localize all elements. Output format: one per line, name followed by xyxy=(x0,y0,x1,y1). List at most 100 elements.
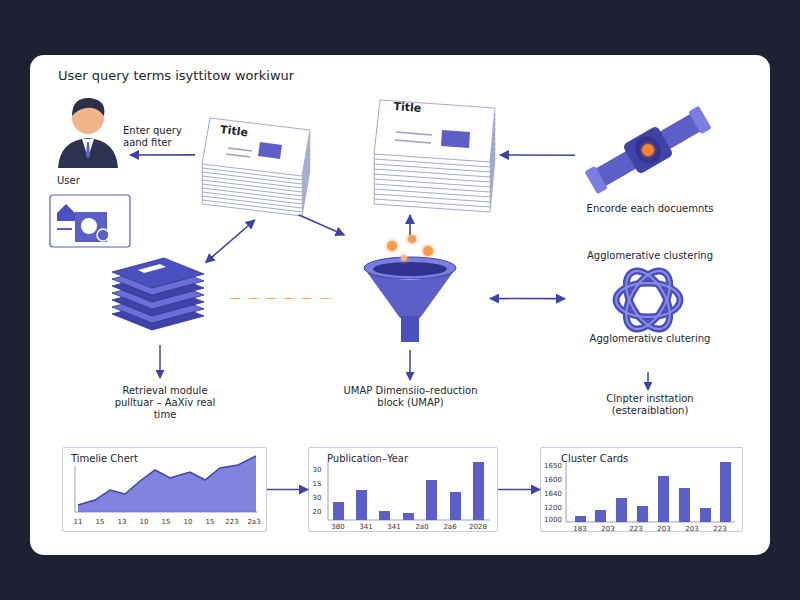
dotted-flow xyxy=(235,295,330,303)
tick-label: 11 xyxy=(74,518,83,526)
down-arrow xyxy=(647,372,649,390)
tick-label: 183 xyxy=(573,525,586,533)
down-arrow xyxy=(409,350,411,380)
slab xyxy=(112,258,204,288)
flow-arrow xyxy=(409,215,411,235)
funnel-icon xyxy=(364,235,456,342)
bar xyxy=(403,513,414,520)
slab-card xyxy=(138,264,166,273)
tick-label: 341 xyxy=(387,523,400,531)
bar xyxy=(637,506,648,522)
actor-label: User xyxy=(57,175,117,187)
bar xyxy=(426,480,437,520)
user-tie xyxy=(86,142,90,159)
card xyxy=(30,55,770,555)
cluster-icon xyxy=(616,264,680,336)
encoder-cap xyxy=(584,166,607,195)
glow-dot xyxy=(401,255,407,261)
sheet-line xyxy=(395,140,431,143)
flow-arrow xyxy=(498,489,540,491)
axis xyxy=(328,462,329,520)
bar xyxy=(700,508,711,522)
tick-label: 30 xyxy=(313,466,322,474)
cluster-loop xyxy=(617,264,678,336)
cluster-loop xyxy=(617,264,678,336)
sheet xyxy=(202,118,310,176)
tick-label: 203 xyxy=(657,525,670,533)
ui-circle xyxy=(81,218,97,234)
encoder-core xyxy=(622,125,674,174)
tick-label: 1650 xyxy=(544,462,562,470)
ui-line xyxy=(57,228,72,230)
chart-panel: Publication–Year xyxy=(308,447,498,532)
encoder-cap xyxy=(688,106,711,135)
bar-plot xyxy=(328,462,490,520)
tick-label: 30 xyxy=(313,494,322,502)
area-plot xyxy=(75,456,258,512)
chart-title: Timelie Chert xyxy=(71,453,221,465)
sheet-line xyxy=(396,132,432,135)
bar xyxy=(679,488,690,522)
flow-arrow xyxy=(500,154,575,156)
block-label: Agglomerative clutering xyxy=(565,333,735,345)
tick-label: 15 xyxy=(96,518,105,526)
tick-label: 2a0 xyxy=(415,523,428,531)
sheet-content xyxy=(395,130,470,148)
cluster-gloss xyxy=(617,264,678,336)
tick-label: 223 xyxy=(713,525,726,533)
tick-label: 2a6 xyxy=(443,523,456,531)
sheet-figure xyxy=(258,142,282,159)
down-arrow xyxy=(159,345,161,378)
chart-title: Cluster Cards xyxy=(561,453,711,465)
tick-label: 2a3 xyxy=(247,518,260,526)
encoder-block: Encorde each docuemnts xyxy=(575,115,725,230)
tick-label: 1600 xyxy=(544,476,562,484)
home-icon xyxy=(57,204,75,221)
tick-label: 2028 xyxy=(469,523,487,531)
tick-label: 380 xyxy=(331,523,344,531)
ui-frame xyxy=(50,195,130,247)
retrieval-stack xyxy=(112,258,204,330)
block-label: UMAP Dimensiio–reduction block (UMAP) xyxy=(338,385,483,409)
user-shirt xyxy=(82,139,94,158)
action-label: Enter query aand fiter xyxy=(123,125,195,149)
tick-label: 1640 xyxy=(544,490,562,498)
tick-label: 223 xyxy=(629,525,642,533)
flow-arrow xyxy=(490,298,565,300)
flow-arrow xyxy=(299,215,345,235)
diagram-title: User query terms isyttitow workiwur xyxy=(58,68,294,83)
bar xyxy=(658,476,669,522)
clustering-block: Agglomerative clusteringAgglomerative cl… xyxy=(565,245,735,430)
tick-label: 13 xyxy=(118,518,127,526)
user-figure xyxy=(58,98,118,168)
document-stack: Title xyxy=(370,95,500,215)
bar xyxy=(720,462,731,522)
user-actor: Enter query aand fiterUser xyxy=(45,95,130,170)
bar xyxy=(450,492,461,520)
sheet-figure xyxy=(441,130,470,148)
user-hair xyxy=(72,98,104,116)
axis xyxy=(566,462,567,522)
cluster-gloss xyxy=(617,264,678,336)
glow-dot xyxy=(387,241,397,251)
flow-arrow xyxy=(267,489,308,491)
tick-label: 10 xyxy=(184,518,193,526)
tick-label: 1S xyxy=(313,480,322,488)
tick-label: 341 xyxy=(359,523,372,531)
bar-plot xyxy=(566,462,735,522)
sheet-content xyxy=(226,142,282,159)
tick-label: 20 xyxy=(313,508,322,516)
block-label: Clnpter insttation (esteraiblation) xyxy=(600,393,700,417)
glow-dot xyxy=(423,246,433,256)
umap-funnel: UMAP Dimensiio–reduction block (UMAP) xyxy=(330,235,490,440)
user-body xyxy=(58,138,118,168)
sheet-line xyxy=(226,154,250,157)
sheet xyxy=(374,100,495,162)
encoder-icon xyxy=(582,102,713,197)
bar xyxy=(333,502,344,520)
encoder-ring xyxy=(631,132,666,168)
glow-dot xyxy=(408,235,416,243)
sheet-title: Title xyxy=(393,100,444,117)
